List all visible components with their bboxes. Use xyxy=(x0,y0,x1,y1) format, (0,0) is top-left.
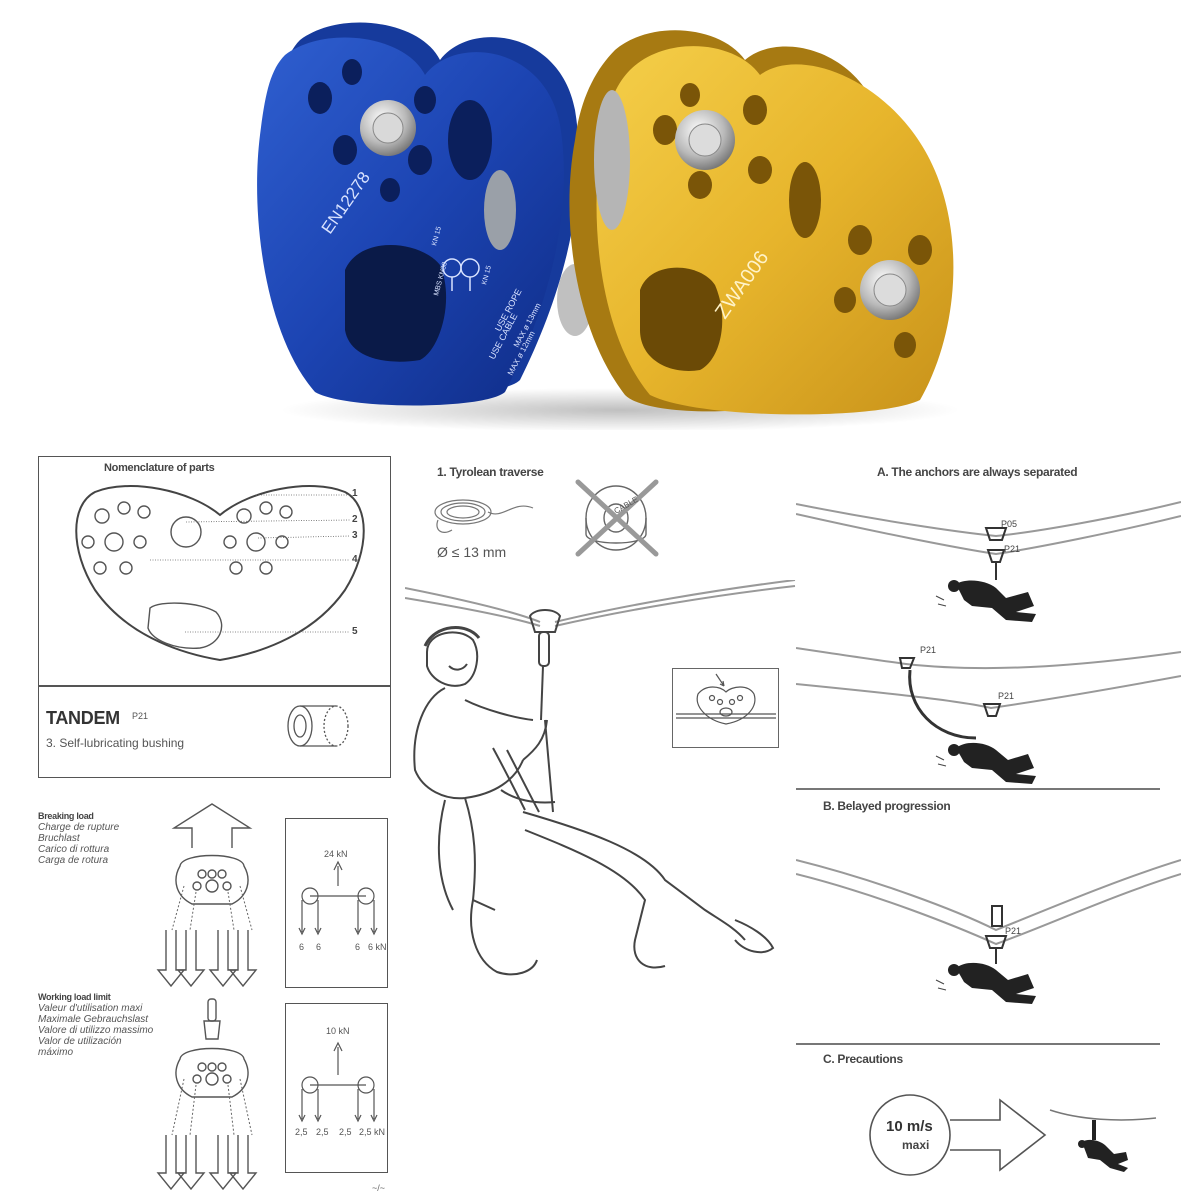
working-load-total: 10 kN xyxy=(326,1026,350,1036)
climber-c-icon xyxy=(1078,1120,1128,1172)
callout-3: 3 xyxy=(352,530,358,541)
callout-4: 4 xyxy=(352,554,358,565)
tag-p21-a1: P21 xyxy=(1004,544,1021,554)
climber-b-icon xyxy=(948,962,1036,1004)
climber-a2-icon xyxy=(948,742,1036,784)
tag-p05: P05 xyxy=(1001,519,1018,529)
breaking-load-diagram xyxy=(156,803,258,988)
bushing-label: 3. Self-lubricating bushing xyxy=(46,736,185,750)
section-c-title: C. Precautions xyxy=(823,1052,903,1066)
rope-diameter: Ø ≤ 13 mm xyxy=(437,544,507,560)
breaking-load-it: Carico di rottura xyxy=(38,844,110,855)
pulley-outline xyxy=(75,485,365,662)
blue-kn-top-text: KN 15 xyxy=(431,226,443,247)
tyrolean-title: 1. Tyrolean traverse xyxy=(437,465,544,479)
inset-pulley-icon xyxy=(676,673,776,725)
working-load-part-3: 2,5 xyxy=(339,1127,352,1137)
section-a-divider xyxy=(796,788,1160,790)
callout-2: 2 xyxy=(352,514,358,525)
breaking-load-part-2: 6 xyxy=(316,942,322,952)
callout-5: 5 xyxy=(352,626,358,637)
working-load-label: Working load limit xyxy=(38,992,111,1002)
cable-crossed-icon: CABLE xyxy=(575,479,659,557)
breaking-load-total: 24 kN xyxy=(324,849,348,859)
callout-1: 1 xyxy=(352,488,358,499)
nomenclature-panel xyxy=(38,456,391,778)
product-name: TANDEM xyxy=(46,708,120,728)
working-load-diagram xyxy=(156,998,258,1191)
section-b-illustration xyxy=(796,859,1181,1004)
working-load-schematic xyxy=(298,1041,378,1123)
product-photo: EN12278 KN 15 KN 15 MBS KN30 USE ROPE MA… xyxy=(257,22,960,430)
tag-p21-a2: P21 xyxy=(920,645,937,655)
breaking-load-part-1: 6 xyxy=(299,942,305,952)
section-a-title: A. The anchors are always separated xyxy=(877,465,1078,479)
section-b-divider xyxy=(796,1043,1160,1045)
breaking-load-part-3: 6 xyxy=(355,942,361,952)
nomenclature-diagram xyxy=(75,485,365,662)
working-load-part-1: 2,5 xyxy=(295,1127,308,1137)
climber-a1-icon xyxy=(948,580,1036,622)
speed-limit: 10 m/s xyxy=(886,1118,933,1135)
speed-sub: maxi xyxy=(902,1138,930,1152)
bushing-icon xyxy=(287,705,349,747)
nomenclature-divider xyxy=(38,685,391,687)
nomenclature-title: Nomenclature of parts xyxy=(104,462,215,474)
tag-p21-b: P21 xyxy=(1005,926,1022,936)
breaking-load-de: Bruchlast xyxy=(38,833,80,844)
working-load-de: Maximale Gebrauchslast xyxy=(38,1014,149,1025)
working-load-part-4: 2,5 kN xyxy=(359,1127,386,1137)
gold-pulley: ZWA006 xyxy=(569,30,954,415)
section-a-illustration xyxy=(796,501,1181,784)
working-load-es: Valor de utilización xyxy=(38,1036,122,1047)
tag-p21-a3: P21 xyxy=(998,691,1015,701)
pulley-symbol-icon xyxy=(442,258,480,291)
breaking-load-box xyxy=(285,818,388,988)
breaking-load-es: Carga de rotura xyxy=(38,855,109,866)
breaking-load-part-4: 6 kN xyxy=(368,942,387,952)
blue-kn-right-text: KN 15 xyxy=(481,265,493,286)
working-load-fr: Valeur d'utilisation maxi xyxy=(38,1003,143,1014)
working-load-part-2: 2,5 xyxy=(316,1127,329,1137)
section-b-title: B. Belayed progression xyxy=(823,799,951,813)
working-load-box xyxy=(285,1003,388,1173)
breaking-load-label: Breaking load xyxy=(38,811,94,821)
breaking-load-fr: Charge de rupture xyxy=(38,822,120,833)
working-load-it: Valore di utilizzo massimo xyxy=(38,1025,154,1036)
blue-pulley xyxy=(257,22,593,406)
product-code: P21 xyxy=(132,711,149,721)
inset-box xyxy=(672,668,779,748)
footer-mark: ~/~ xyxy=(372,1183,386,1193)
working-load-es-2: máximo xyxy=(38,1047,74,1058)
rope-coil-icon xyxy=(434,499,534,533)
tyrolean-illustration xyxy=(405,580,796,976)
breaking-load-schematic xyxy=(298,860,378,936)
section-c-illustration xyxy=(869,1094,1157,1176)
